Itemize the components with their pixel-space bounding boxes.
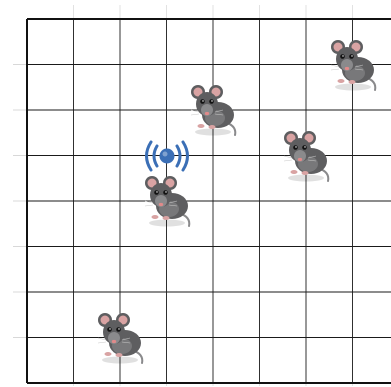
rat-icon[interactable] [278,128,334,184]
rat-icon[interactable] [139,173,195,229]
rat-icon[interactable] [325,37,381,93]
grid-lines [13,5,391,386]
rat-icon[interactable] [92,310,148,366]
rat-icon[interactable] [185,82,241,138]
signal-beacon-icon[interactable] [139,136,195,176]
